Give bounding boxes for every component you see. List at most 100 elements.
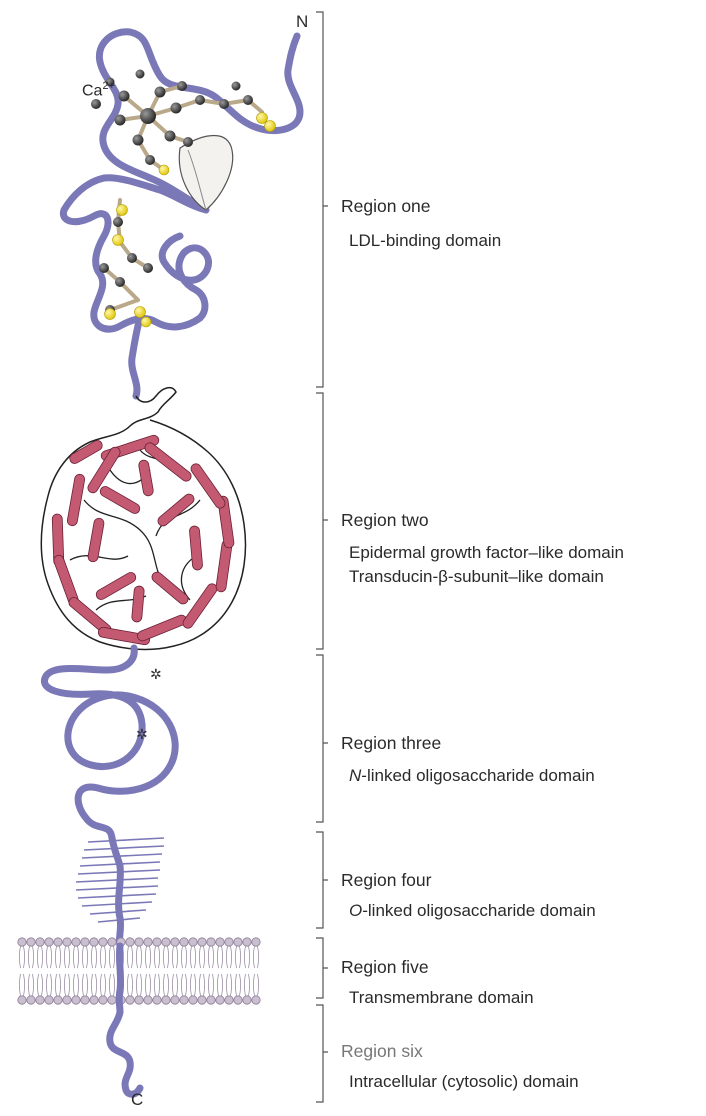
lipid-tail [68, 973, 71, 997]
lipid-tail [140, 945, 143, 969]
region-five-title: Region five [341, 957, 429, 977]
region-three-desc-italic: N [349, 766, 362, 785]
lipid-tail [27, 973, 30, 997]
lipid-tail [167, 945, 170, 969]
lipid-tail [239, 945, 242, 969]
lipid-tail [131, 973, 134, 997]
lipid-tail [95, 945, 98, 969]
lipid-tail [162, 973, 165, 997]
lipid-tail [252, 945, 255, 969]
region-six-desc: Intracellular (cytosolic) domain [349, 1072, 579, 1091]
lipid-head [161, 937, 171, 947]
lipid-head [17, 937, 27, 947]
lipid-head [107, 995, 117, 1005]
lipid-head [89, 937, 99, 947]
lipid-head [98, 937, 108, 947]
lipid-tail [68, 945, 71, 969]
lipid-tail [45, 973, 48, 997]
lipid-head [224, 937, 234, 947]
lipid-tail [59, 973, 62, 997]
cytosolic-tail [106, 1008, 144, 1098]
lipid-bilayer [17, 937, 261, 1016]
lipid-tail [162, 945, 165, 969]
lipid-tail [257, 945, 260, 969]
lipid-tail [36, 973, 39, 997]
lipid-tail [72, 945, 75, 969]
region-five-desc: Transmembrane domain [349, 988, 534, 1007]
lipid-tail [41, 945, 44, 969]
lipid-head [44, 937, 54, 947]
lipid-tail [86, 973, 89, 997]
lipid-tail [63, 945, 66, 969]
lipid-tail [225, 945, 228, 969]
lipid-tail [77, 973, 80, 997]
lipid-head [152, 937, 162, 947]
lipid-tail [225, 973, 228, 997]
lipid-tail [207, 945, 210, 969]
lipid-head [251, 995, 261, 1005]
region-four-title: Region four [341, 870, 432, 890]
lipid-head [53, 937, 63, 947]
lipid-tail [153, 973, 156, 997]
lipid-tail [185, 945, 188, 969]
beta-propeller-structure [40, 386, 247, 651]
lipid-head [152, 995, 162, 1005]
lipid-tail [95, 973, 98, 997]
lipid-tail [131, 945, 134, 969]
lipid-head [215, 995, 225, 1005]
lipid-head [188, 995, 198, 1005]
lipid-tail [50, 973, 53, 997]
lipid-head [44, 995, 54, 1005]
lipid-tail [99, 945, 102, 969]
lipid-tail [176, 973, 179, 997]
c-terminus-label: C [131, 1090, 144, 1109]
lipid-tail [32, 973, 35, 997]
lipid-tail [144, 945, 147, 969]
lipid-head [80, 937, 90, 947]
lipid-head [125, 995, 135, 1005]
lipid-head [242, 937, 252, 947]
lipid-tail [180, 973, 183, 997]
lipid-tail [104, 945, 107, 969]
lipid-tail [54, 945, 57, 969]
lipid-tail [212, 945, 215, 969]
lipid-head [143, 937, 153, 947]
region-three-desc: N-linked oligosaccharide domain [349, 765, 595, 786]
lipid-tail [41, 973, 44, 997]
lipid-tail [230, 945, 233, 969]
lipid-head [125, 937, 135, 947]
lipid-head [107, 937, 117, 947]
lipid-tail [108, 945, 111, 969]
lipid-tail [243, 973, 246, 997]
lipid-tail [189, 945, 192, 969]
lipid-tail [135, 973, 138, 997]
lipid-head [143, 995, 153, 1005]
lipid-tail [185, 973, 188, 997]
lipid-tail [27, 945, 30, 969]
lipid-head [179, 995, 189, 1005]
region-brackets [316, 11, 328, 1103]
lipid-tail [32, 945, 35, 969]
svg-text:✲: ✲ [150, 667, 162, 683]
lipid-head [188, 937, 198, 947]
calcium-ion [140, 108, 156, 124]
o-linked-domain-structure [75, 837, 165, 950]
lipid-tail [257, 973, 260, 997]
lipid-tail [90, 973, 93, 997]
lipid-head [35, 995, 45, 1005]
lipid-head [206, 937, 216, 947]
lipid-tail [167, 973, 170, 997]
lipid-head [62, 995, 72, 1005]
lipid-tail [18, 945, 21, 969]
lipid-tail [203, 945, 206, 969]
lipid-head [35, 937, 45, 947]
lipid-head [17, 995, 27, 1005]
lipid-tail [198, 973, 201, 997]
lipid-head [26, 937, 36, 947]
lipid-tail [54, 973, 57, 997]
lipid-tail [113, 945, 116, 969]
lipid-tail [45, 945, 48, 969]
lipid-tail [104, 973, 107, 997]
